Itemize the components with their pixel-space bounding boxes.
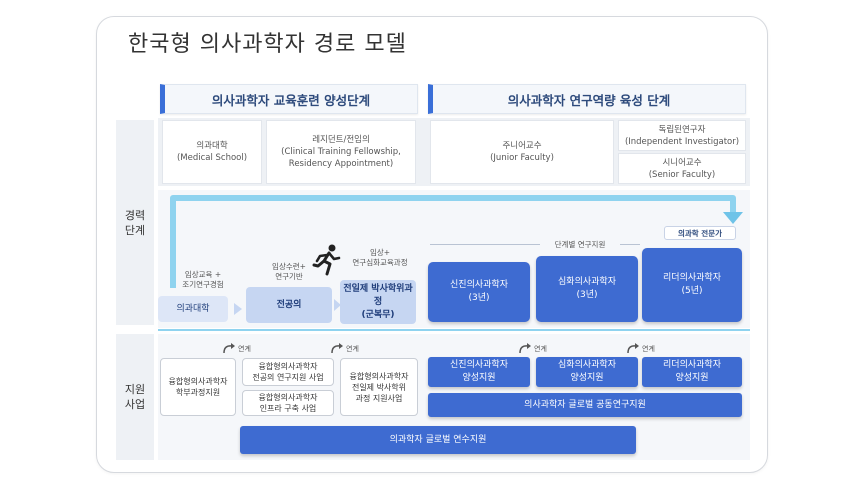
- career-box-leader-scientist: 리더의사과학자 (5년): [642, 248, 742, 322]
- career-box-advanced-scientist: 심화의사과학자 (3년): [536, 256, 638, 322]
- program-resident-research: 융합형의사과학자 전공의 연구지원 사업: [242, 358, 334, 386]
- program-new-scientist: 신진의사과학자 양성지원: [428, 357, 530, 387]
- program-global-joint-research: 의사과학자 글로벌 공동연구지원: [428, 393, 742, 417]
- curved-arrow-icon: [331, 343, 343, 354]
- career-box-phd: 전일제 박사학위과정 (군복무): [340, 280, 416, 324]
- research-section-header: 의사과학자 연구역량 육성 단계: [428, 84, 746, 114]
- runner-icon: [312, 244, 341, 276]
- link-arrow-3: 연계: [518, 343, 547, 355]
- chevron-right-icon: [234, 303, 242, 315]
- stage-support-line-right: [620, 244, 640, 245]
- curved-arrow-icon: [519, 343, 531, 354]
- career-box-medical-school: 의과대학: [158, 296, 228, 322]
- stage-independent-investigator: 독립된연구자 (Independent Investigator): [618, 120, 746, 151]
- curved-arrow-icon: [627, 343, 639, 354]
- page-title: 한국형 의사과학자 경로 모델: [128, 32, 407, 57]
- career-stage-label: 경력 단계: [116, 120, 154, 325]
- stage-medical-school: 의과대학 (Medical School): [162, 120, 262, 184]
- training-section-header: 의사과학자 교육훈련 양성단계: [160, 84, 418, 114]
- program-undergrad-support: 융합형의사과학자 학부과정지원: [160, 358, 236, 416]
- note-clinical-advanced: 임상+ 연구심화교육과정: [352, 248, 408, 267]
- career-box-resident: 전공의: [246, 287, 332, 323]
- link-arrow-1: 연계: [222, 343, 251, 355]
- stage-support-note: 단계별 연구지원: [554, 240, 606, 249]
- link-arrow-2: 연계: [330, 343, 359, 355]
- program-global-training: 의과학자 글로벌 연수지원: [240, 426, 636, 454]
- program-infrastructure: 융합형의사과학자 인프라 구축 사업: [242, 390, 334, 416]
- program-leader-scientist: 리더의사과학자 양성지원: [642, 357, 742, 387]
- note-clinical-early-research: 임상교육 + 조기연구경험: [182, 270, 224, 289]
- support-program-label: 지원 사업: [116, 334, 154, 460]
- chevron-right-icon: [334, 299, 341, 311]
- stage-junior-faculty: 주니어교수 (Junior Faculty): [430, 120, 614, 184]
- link-arrow-4: 연계: [626, 343, 655, 355]
- program-phd-support: 융합형의사과학자 전일제 박사학위 과정 지원사업: [340, 358, 418, 416]
- flow-arrow-icon: [170, 195, 743, 288]
- career-box-new-scientist: 신진의사과학자 (3년): [428, 262, 530, 322]
- stage-senior-faculty: 시니어교수 (Senior Faculty): [618, 153, 746, 184]
- expert-badge: 의과학 전문가: [664, 226, 736, 240]
- section-divider: [158, 329, 750, 331]
- stage-residency: 레지던트/전임의 (Clinical Training Fellowship, …: [266, 120, 416, 184]
- stage-support-line-left: [430, 244, 540, 245]
- program-advanced-scientist: 심화의사과학자 양성지원: [536, 357, 638, 387]
- note-clinical-research-base: 임상수련+ 연구기반: [272, 262, 306, 281]
- curved-arrow-icon: [223, 343, 235, 354]
